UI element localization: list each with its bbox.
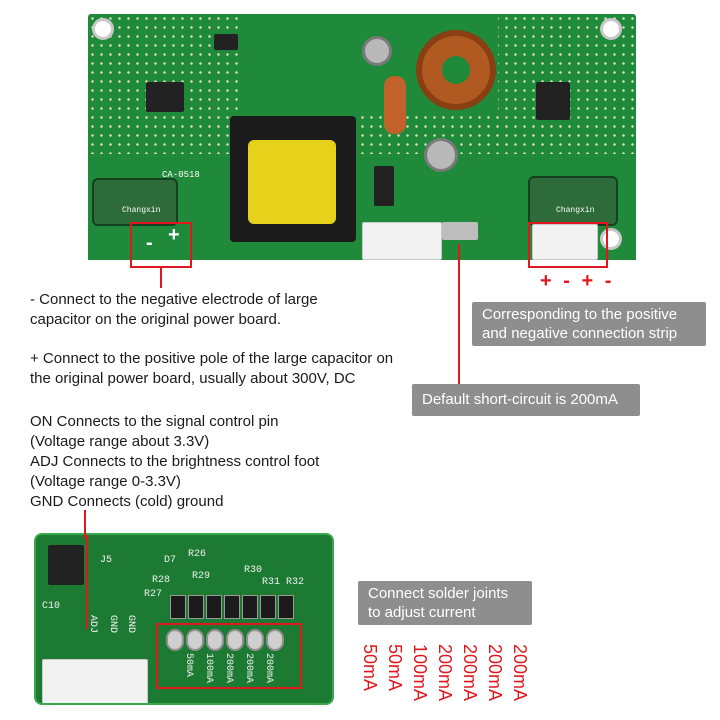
current-option: 200mA [435, 644, 455, 702]
inset-resistor [224, 595, 240, 619]
electrolytic-capacitor [92, 178, 178, 226]
inset-silk-label: R32 [286, 577, 305, 588]
inset-silk-label: R27 [144, 589, 163, 600]
transformer-coil [248, 140, 336, 224]
mounting-hole-icon [92, 18, 114, 40]
inset-closeup: D7 R26 R28 R27 R29 R30 R31 R32 C10 ADJ G… [34, 533, 334, 705]
toroid-inductor [416, 30, 496, 110]
inset-resistor [278, 595, 294, 619]
on-pin-voltage: (Voltage range about 3.3V) [30, 433, 210, 450]
capacitor-brand: Changxin [122, 206, 161, 215]
adj-pin-description: ADJ Connects to the brightness control f… [30, 453, 320, 470]
mosfet-chip [146, 82, 184, 112]
connector-on-adj-gnd [362, 222, 442, 260]
inset-silk-label: D7 [164, 555, 177, 566]
current-option: 100mA [410, 644, 430, 702]
solder-pad [246, 629, 264, 651]
inset-connector [42, 659, 148, 703]
solder-joint-callout: Connect solder joints to adjust current [358, 581, 532, 625]
pointer-line [458, 244, 460, 392]
current-option: 50mA [360, 644, 380, 692]
board-plus-sign: + [168, 224, 180, 246]
inset-gnd-label: GND [107, 615, 118, 634]
solder-pad [226, 629, 244, 651]
connector-polarity: + - + - [540, 270, 615, 292]
inset-silk-label: C10 [42, 601, 61, 612]
inductor [384, 76, 406, 134]
gnd-pin-description: GND Connects (cold) ground [30, 493, 224, 510]
pointer-line [84, 510, 86, 538]
capacitor-top-icon [362, 36, 392, 66]
led-output-connector [532, 224, 598, 260]
current-option: 200mA [485, 644, 505, 702]
current-option: 200mA [460, 644, 480, 702]
solder-pad [266, 629, 284, 651]
inset-resistor [188, 595, 204, 619]
inset-silk-label: J5 [100, 555, 113, 566]
transformer [230, 116, 356, 242]
mounting-hole-icon [600, 18, 622, 40]
input-pads-highlight [130, 222, 192, 268]
inset-pointer-line [86, 535, 88, 629]
inset-silk-label: R28 [152, 575, 171, 586]
capacitor-top-icon [424, 138, 458, 172]
inset-adj-label: ADJ [87, 615, 98, 634]
regulator-chip [536, 82, 570, 120]
short-circuit-callout: Default short-circuit is 200mA [412, 384, 640, 416]
board-minus-sign: - [146, 232, 153, 254]
inset-chip [48, 545, 84, 585]
inset-silk-label: R30 [244, 565, 263, 576]
inset-silk-label: R31 [262, 577, 281, 588]
inset-resistor [206, 595, 222, 619]
pointer-line [160, 268, 162, 288]
capacitor-brand: Changxin [556, 206, 595, 215]
ic-chip [214, 34, 238, 50]
mounting-hole-icon [600, 228, 622, 250]
positive-terminal-description: + Connect to the positive pole of the la… [30, 350, 394, 387]
board-model-label: CA-0518 [162, 170, 200, 180]
on-pin-description: ON Connects to the signal control pin [30, 413, 279, 430]
solder-pad-row [442, 222, 478, 240]
chip [374, 166, 394, 206]
solder-pad [166, 629, 184, 651]
adj-pin-voltage: (Voltage range 0-3.3V) [30, 473, 181, 490]
inset-silk-label: R29 [192, 571, 211, 582]
electrolytic-capacitor [528, 176, 618, 226]
inset-gnd-label: GND [125, 615, 136, 634]
output-connector-highlight [528, 222, 608, 268]
solder-pad [206, 629, 224, 651]
inset-resistor [170, 595, 186, 619]
solder-pad [186, 629, 204, 651]
positive-strip-callout: Corresponding to the positive and negati… [472, 302, 706, 346]
inset-silk-label: R26 [188, 549, 207, 560]
inset-resistor [242, 595, 258, 619]
inset-resistor [260, 595, 276, 619]
current-option: 200mA [510, 644, 530, 702]
current-option: 50mA [385, 644, 405, 692]
inset-pads-highlight [156, 623, 302, 689]
negative-terminal-description: - Connect to the negative electrode of l… [30, 291, 318, 328]
